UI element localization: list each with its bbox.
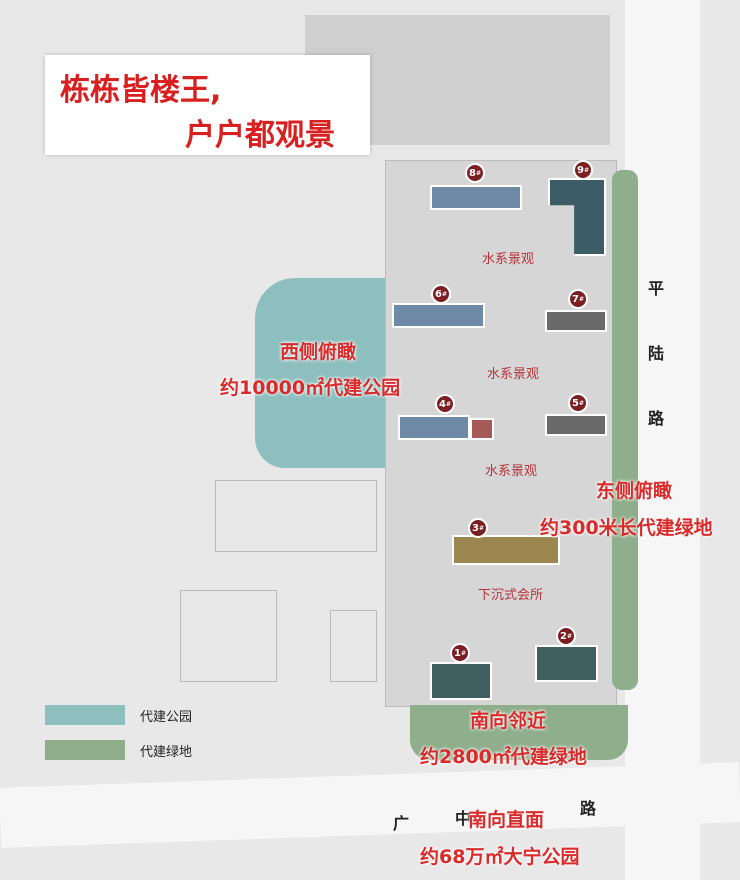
building-5[interactable] — [545, 414, 607, 436]
badge-suffix: # — [478, 524, 484, 532]
badge-suffix: # — [460, 649, 466, 657]
headline-line2: 户户都观景 — [185, 118, 335, 153]
west-plot-3 — [330, 610, 377, 682]
badge-suffix: # — [566, 632, 572, 640]
headline-box: 栋栋皆楼王, 户户都观景 — [45, 55, 370, 155]
east-road-name: 平 — [648, 279, 665, 298]
building-3[interactable] — [452, 535, 560, 565]
south-road-name: 广 — [393, 814, 410, 833]
west-plot-1 — [215, 480, 377, 552]
building-badge-1: 1# — [450, 643, 470, 663]
badge-suffix: # — [445, 400, 451, 408]
building-badge-6: 6# — [431, 284, 451, 304]
water-landscape-label: 水系景观 — [487, 367, 540, 382]
east-callout-detail: 约300米长代建绿地 — [540, 517, 713, 539]
south-callout-detail: 约2800㎡代建绿地 — [420, 746, 587, 768]
south-park-detail: 约68万㎡大宁公园 — [420, 846, 580, 868]
east-callout-title: 东侧俯瞰 — [596, 480, 673, 502]
south-park-title: 南向直面 — [468, 809, 545, 831]
legend-park-swatch — [45, 705, 125, 725]
clubhouse-label: 下沉式会所 — [478, 588, 544, 603]
west-callout-detail: 约10000㎡代建公园 — [220, 377, 401, 399]
south-road-name: 路 — [580, 799, 597, 818]
building-4[interactable] — [398, 415, 470, 440]
south-green-area — [410, 705, 628, 760]
building-badge-9: 9# — [573, 160, 593, 180]
badge-suffix: # — [578, 399, 584, 407]
headline-line1: 栋栋皆楼王, — [60, 73, 222, 108]
badge-suffix: # — [475, 169, 481, 177]
building-6[interactable] — [392, 303, 485, 328]
building-8[interactable] — [430, 185, 522, 210]
water-landscape-label: 水系景观 — [482, 252, 535, 267]
building-7[interactable] — [545, 310, 607, 332]
building-badge-4: 4# — [435, 394, 455, 414]
badge-suffix: # — [578, 295, 584, 303]
badge-suffix: # — [441, 290, 447, 298]
south-callout-title: 南向邻近 — [470, 710, 547, 732]
west-callout-title: 西侧俯瞰 — [280, 341, 357, 363]
east-green-strip — [612, 170, 638, 690]
building-badge-8: 8# — [465, 163, 485, 183]
building-4-unit-red — [470, 418, 494, 440]
park-area — [255, 278, 395, 468]
water-landscape-label: 水系景观 — [485, 464, 538, 479]
building-1[interactable] — [430, 662, 492, 700]
building-badge-7: 7# — [568, 289, 588, 309]
building-badge-3: 3# — [468, 518, 488, 538]
legend-park-label: 代建公园 — [140, 710, 193, 725]
legend-green-label: 代建绿地 — [140, 745, 193, 760]
south-road-name: 中 — [455, 809, 472, 828]
badge-suffix: # — [583, 166, 589, 174]
building-badge-2: 2# — [556, 626, 576, 646]
building-badge-5: 5# — [568, 393, 588, 413]
building-2[interactable] — [535, 645, 598, 682]
west-plot-2 — [180, 590, 277, 682]
legend-green-swatch — [45, 740, 125, 760]
east-road-name: 路 — [648, 409, 665, 428]
east-road-name: 陆 — [648, 344, 665, 363]
